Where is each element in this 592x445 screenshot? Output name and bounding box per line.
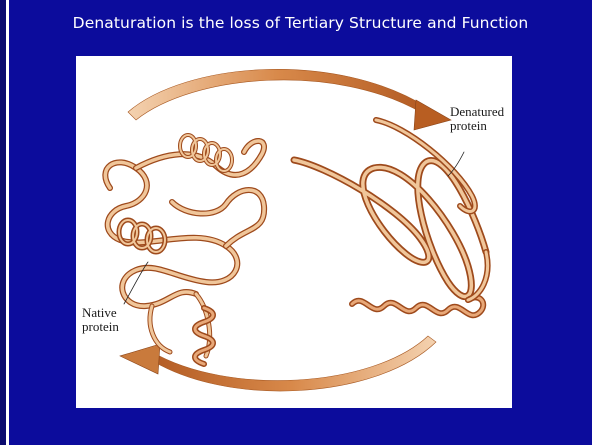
denatured-protein (294, 120, 488, 315)
denatured-protein-label: Denatured protein (450, 105, 504, 133)
top-arrow (128, 69, 451, 130)
native-protein-label: Native protein (82, 306, 119, 334)
slide-title: Denaturation is the loss of Tertiary Str… (9, 14, 592, 32)
denaturation-figure: Denatured protein Native protein (76, 56, 512, 408)
helix-middle (119, 220, 165, 252)
protein-diagram (76, 56, 512, 408)
native-protein (105, 135, 264, 364)
bottom-arrow (120, 336, 436, 391)
